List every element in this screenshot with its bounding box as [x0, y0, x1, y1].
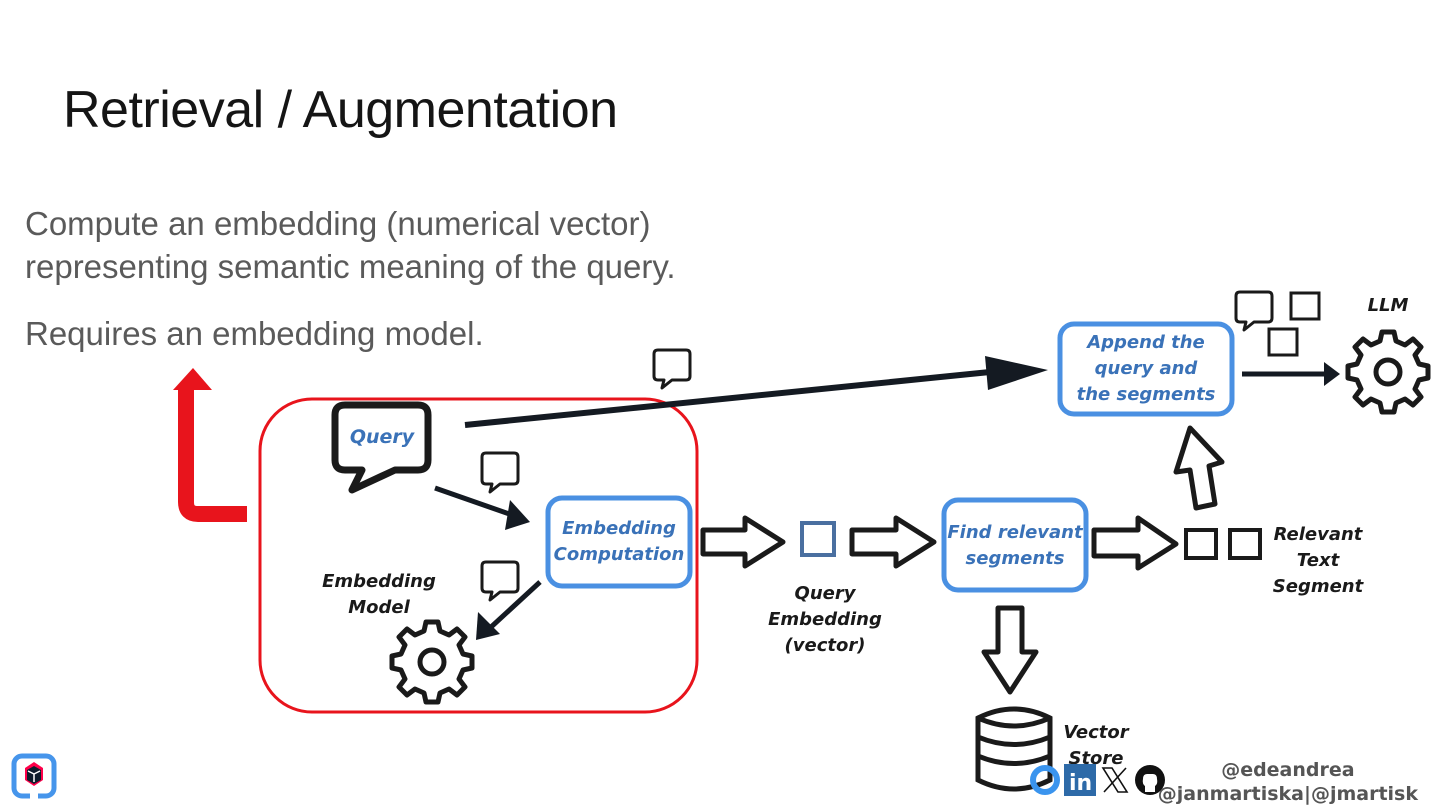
label-line: Append the	[1087, 332, 1205, 353]
append-label: Append the query and the segments	[1060, 330, 1232, 408]
llm-label: LLM	[1367, 295, 1409, 316]
embedding-model-label: Embedding Model	[314, 569, 444, 621]
relevant-text-segment-label: Relevant Text Segment	[1268, 522, 1368, 600]
svg-text:in: in	[1069, 771, 1092, 796]
red-arrow-head	[173, 368, 212, 390]
segment-square	[1228, 528, 1262, 560]
query-label: Query	[349, 426, 415, 448]
segment-square	[1289, 291, 1321, 321]
hollow-arrow-to-find	[849, 515, 937, 569]
label-line: Computation	[553, 544, 685, 565]
label-line: Text	[1296, 550, 1340, 571]
label-line: Vector	[1063, 722, 1129, 743]
query-bubble	[331, 401, 432, 494]
label-line: (vector)	[784, 635, 866, 656]
linkedin-icon[interactable]: in	[1064, 764, 1096, 796]
highlight-frame	[258, 397, 699, 714]
label-line: query and	[1094, 358, 1198, 379]
arrow-head	[476, 612, 500, 640]
label-line: Relevant	[1273, 524, 1363, 545]
bluesky-icon[interactable]	[1030, 765, 1060, 795]
arrow-query-to-embedding	[434, 485, 516, 519]
query-embedding-square	[800, 521, 836, 557]
label-line: Embedding	[562, 518, 676, 539]
author-handles: @edeandrea @janmartiska|@jmartisk	[1158, 758, 1418, 806]
label-line: Embedding	[768, 609, 882, 630]
speech-bubble-icon	[480, 290, 1274, 602]
label-line: Query	[794, 583, 856, 604]
label-line: the segments	[1076, 384, 1216, 405]
paragraph-model: Requires an embedding model.	[25, 315, 484, 352]
label-line: segments	[965, 548, 1065, 569]
embedding-computation-label: Embedding Computation	[548, 516, 690, 568]
segment-square	[1184, 528, 1218, 560]
label-line: Find relevant	[947, 522, 1083, 543]
arrow-head	[1324, 362, 1340, 386]
arrow-embedding-to-model	[488, 580, 542, 630]
label-line: Store	[1068, 748, 1124, 769]
database-icon	[975, 706, 1053, 792]
slide-title: Retrieval / Augmentation	[63, 81, 618, 139]
segment-square	[1267, 327, 1299, 357]
hollow-arrow-to-vector	[700, 515, 786, 569]
gear-icon	[389, 619, 475, 705]
social-icons: in	[1030, 764, 1166, 796]
label-line: Model	[348, 597, 410, 618]
paragraph-text: Compute an embedding (numerical vector) …	[25, 205, 676, 285]
x-icon[interactable]	[1100, 765, 1130, 795]
embedding-computation-box	[545, 495, 693, 589]
label-line: Segment	[1272, 576, 1364, 597]
arrow-query-to-append	[464, 369, 991, 428]
label-line: Embedding	[322, 571, 436, 592]
hollow-arrow-to-store	[981, 605, 1039, 695]
find-relevant-box	[941, 497, 1089, 593]
github-icon[interactable]	[1134, 764, 1166, 796]
hollow-arrow-to-append	[1173, 425, 1225, 511]
handle-janmartiska[interactable]: @janmartiska|@jmartisk	[1157, 783, 1418, 805]
paragraph-embedding: Compute an embedding (numerical vector) …	[25, 202, 765, 288]
arrow-head	[505, 500, 530, 530]
query-embedding-label: Query Embedding (vector)	[760, 581, 890, 659]
find-relevant-label: Find relevant segments	[944, 520, 1086, 572]
llm-gear-icon	[1345, 329, 1431, 415]
red-up-arrow	[178, 390, 247, 522]
arrow-head	[985, 356, 1048, 390]
quarkus-logo	[11, 753, 57, 800]
append-box	[1057, 321, 1235, 417]
handle-edeandrea[interactable]: @edeandrea	[1221, 759, 1355, 781]
hollow-arrow-to-segments	[1091, 515, 1179, 571]
vector-store-label: Vector Store	[1055, 720, 1137, 772]
